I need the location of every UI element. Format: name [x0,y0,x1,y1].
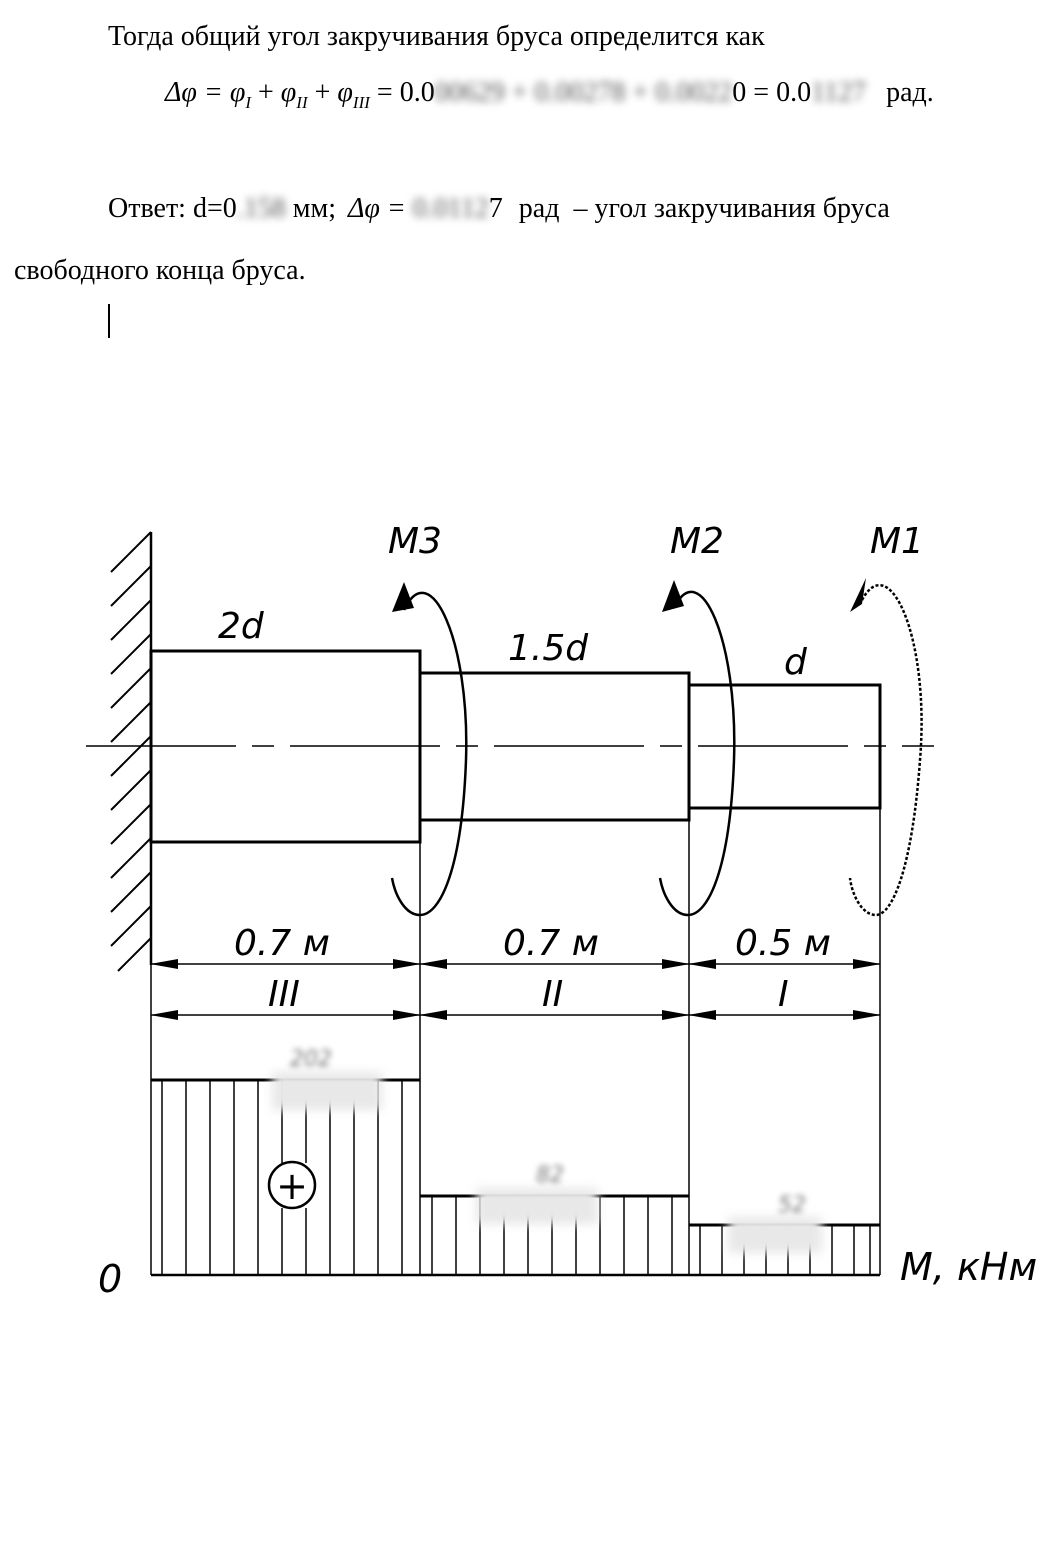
answer-phi-blurred: 0.0112 [412,193,489,224]
eq-equals-1: = [369,77,400,108]
moment-m1-arrowhead [850,578,866,612]
answer-phi-suffix: 7 [488,193,503,224]
section-label-iii: III [268,974,300,1015]
moment-label-m2: M2 [670,521,724,562]
text-cursor [108,304,110,338]
moment-label-m3: M3 [388,521,442,562]
value-mask-i [728,1217,822,1253]
plus-sign: + [276,1164,308,1208]
moment-m2-arrowhead [662,580,684,612]
answer-label: Ответ: d=0 [108,193,237,224]
diagram-hatching-iii [161,1080,403,1275]
length-label-i: 0.5 м [735,923,831,964]
section-label-i: I [778,974,789,1015]
value-mask-iii [272,1072,382,1110]
eq-phi-1: φ [229,77,246,108]
axis-label: M, кНм [900,1245,1037,1289]
eq-val-suffix: 0 [732,77,747,108]
origin-label: 0 [98,1257,122,1301]
moment-m3-loop [390,591,468,917]
answer-rest: – угол закручивания бруса [573,193,890,224]
eq-unit: рад. [886,77,934,108]
total-angle-equation: Δφ = φI + φII + φIII = 0.000629 + 0.0027… [165,76,934,113]
wall-hatching [110,531,152,972]
eq-sub-3: III [352,93,370,112]
answer-line-2: свободного конца бруса. [14,255,306,286]
section-label-ii: II [542,974,563,1015]
answer-phi-unit: рад [518,193,560,224]
answer-line-1: Ответ: d=0.158 мм; Δφ = 0.01127 рад – угол … [108,192,890,226]
value-mask-ii [476,1188,598,1224]
eq-sub-1: I [245,93,251,112]
moment-m2-loop [658,590,736,917]
intro-line: Тогда общий угол закручивания бруса опре… [108,21,765,52]
diameter-label-2d: 2d [218,606,265,647]
eq-plus-2: + [307,77,338,108]
moment-m1-loop [848,584,923,917]
moment-label-m1: M1 [870,521,924,562]
length-label-ii: 0.7 м [503,923,599,964]
eq-total-prefix: 0.0 [776,77,812,108]
eq-total-blurred: 1127 [811,77,867,108]
value-label-ii: 82 [536,1163,564,1188]
eq-val-prefix: 0.0 [399,77,435,108]
length-label-iii: 0.7 м [234,923,330,964]
eq-plus-1: + [251,77,281,108]
value-label-iii: 202 [290,1047,332,1072]
diameter-label-1-5d: 1.5d [508,628,589,669]
moment-m3-arrowhead [392,582,414,612]
eq-sub-2: II [296,93,308,112]
answer-d-unit: мм; [285,193,336,224]
value-label-i: 52 [778,1193,806,1218]
torque-diagram: 202 82 52 + 0 M, кНм [98,1047,1037,1301]
answer-d-blurred: .158 [236,193,286,224]
plus-sign-circle [267,1160,317,1210]
eq-equals-2: = [746,77,777,108]
eq-phi-2: φ [280,77,297,108]
eq-phi-3: φ [337,77,353,108]
eq-val-blurred: 00629 + 0.00278 + 0.0022 [434,77,733,108]
eq-lhs: Δφ = [165,77,230,108]
answer-phi-label: Δφ = [347,193,413,224]
diameter-label-d: d [784,642,808,683]
